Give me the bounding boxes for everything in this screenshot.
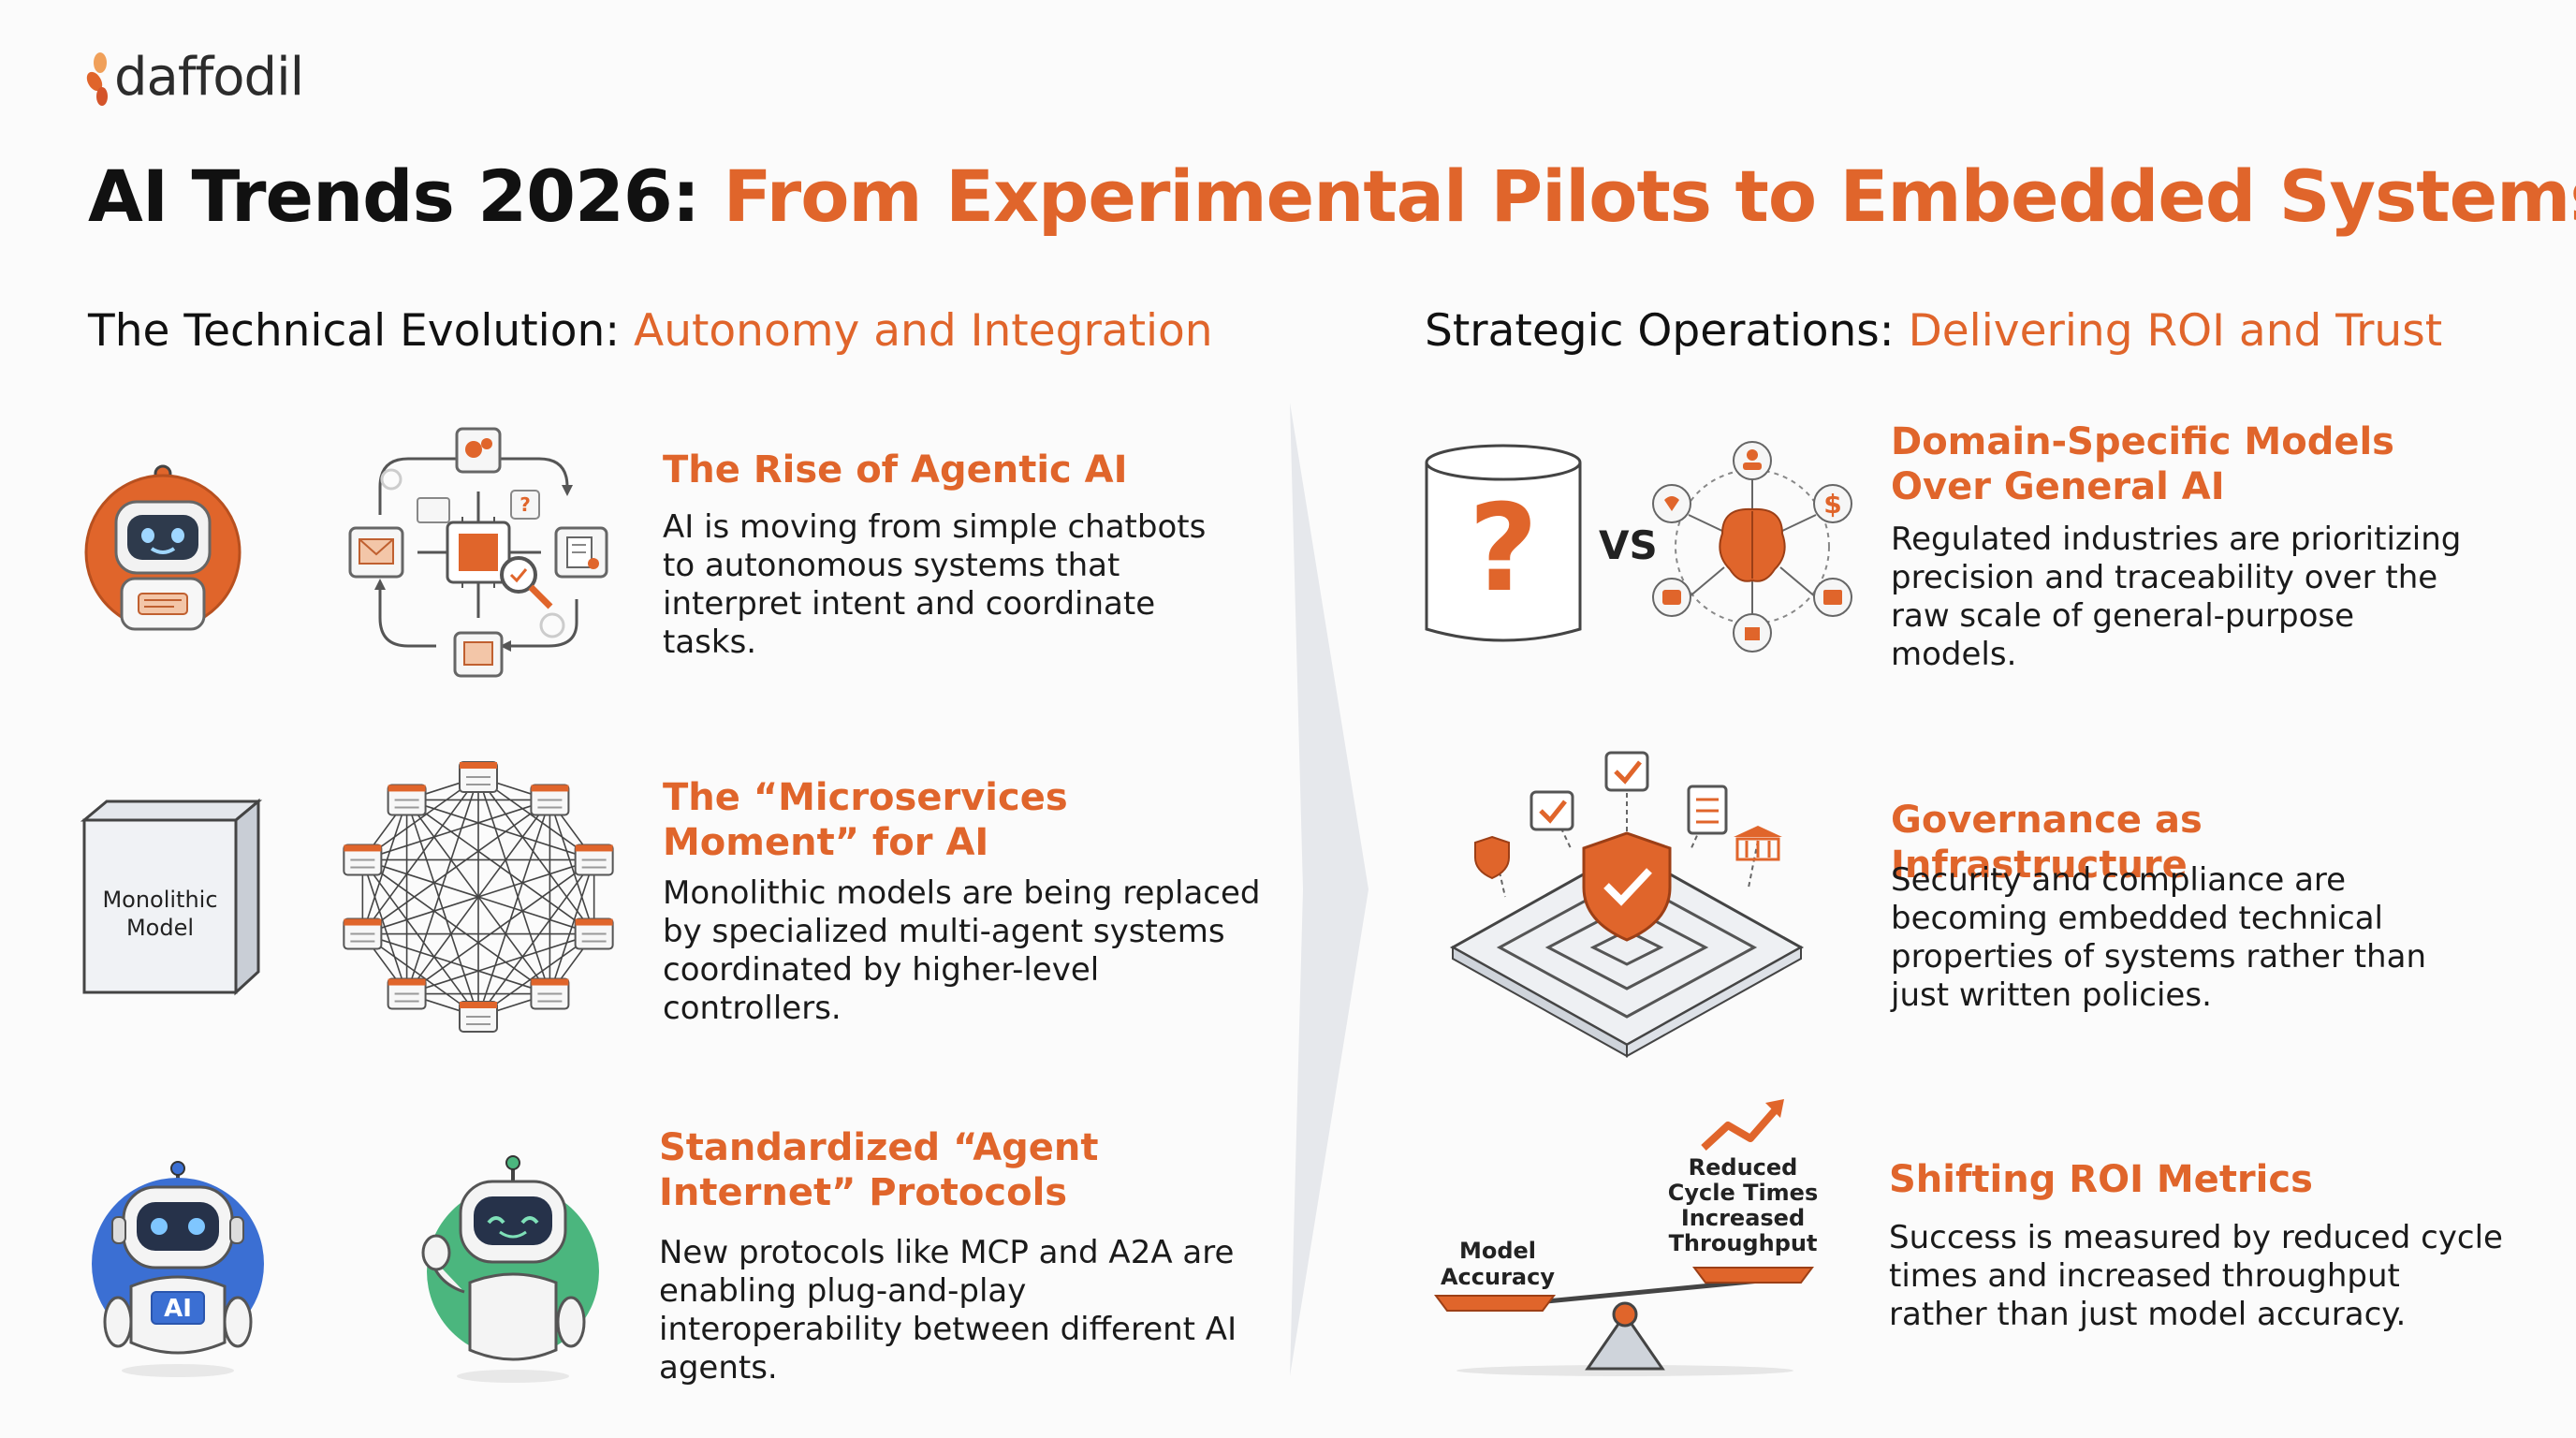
- roi-balance-scale-icon: [1434, 1099, 1814, 1376]
- agentic-workflow-icon: ?: [348, 427, 608, 678]
- page-title-part1: AI Trends 2026:: [88, 154, 700, 238]
- daffodil-flower-icon: [86, 51, 108, 106]
- governance-maze-icon: [1449, 751, 1805, 1058]
- brand-name: daffodil: [114, 47, 304, 108]
- domain-brain-network-icon: $: [1652, 441, 1852, 653]
- ai-badge: AI: [164, 1295, 192, 1323]
- svg-text:$: $: [1823, 489, 1841, 520]
- orange-robot-icon: [84, 464, 242, 631]
- left-item-1-title: The Rise of Agentic AI: [663, 448, 1128, 492]
- monolith-block-icon: [80, 798, 263, 996]
- right-item-3-desc: Success is measured by reduced cycle tim…: [1889, 1219, 2503, 1333]
- left-column-heading: The Technical Evolution: Autonomy and In…: [88, 305, 1213, 357]
- left-item-1-desc: AI is moving from simple chatbots to aut…: [663, 508, 1207, 661]
- agent-node-icon: [459, 1001, 498, 1033]
- agent-node-icon: [574, 917, 614, 950]
- question-mark: ?: [1468, 479, 1539, 619]
- left-item-2-title: The “Microservices Moment” for AI: [663, 776, 1068, 864]
- scale-right-label: Reduced Cycle Times Increased Throughput: [1667, 1154, 1819, 1256]
- center-divider-chevron: [1290, 403, 1368, 1376]
- right-item-1-title: Domain-Specific Models Over General AI: [1891, 420, 2394, 508]
- agent-node-icon: [343, 844, 383, 876]
- left-item-2-desc: Monolithic models are being replaced by …: [663, 874, 1261, 1027]
- left-item-3-title: Standardized “Agent Internet” Protocols: [659, 1126, 1099, 1214]
- left-item-3-desc: New protocols like MCP and A2A are enabl…: [659, 1234, 1237, 1387]
- svg-text:?: ?: [520, 493, 531, 516]
- left-heading-part2: Autonomy and Integration: [634, 305, 1213, 357]
- scale-left-label: Model Accuracy: [1440, 1238, 1555, 1290]
- right-heading-part1: Strategic Operations:: [1425, 305, 1895, 357]
- agent-node-icon: [459, 761, 498, 793]
- general-model-cylinder-icon: [1425, 444, 1582, 642]
- right-item-1-desc: Regulated industries are prioritizing pr…: [1891, 521, 2462, 673]
- page-title-part2: From Experimental Pilots to Embedded Sys…: [723, 154, 2576, 238]
- monolith-label: Monolithic Model: [102, 887, 218, 941]
- agent-node-icon: [387, 784, 427, 816]
- green-robot-icon: [421, 1155, 599, 1383]
- agent-node-icon: [343, 917, 383, 950]
- page-title: AI Trends 2026: From Experimental Pilots…: [88, 154, 2576, 238]
- right-item-3-title: Shifting ROI Metrics: [1889, 1158, 2313, 1201]
- agent-node-icon: [574, 844, 614, 876]
- right-item-2-title: Governance as Infrastructure: [1891, 799, 2203, 887]
- multi-agent-mesh-icon: [343, 761, 614, 1033]
- right-column-heading: Strategic Operations: Delivering ROI and…: [1425, 305, 2442, 357]
- agent-node-icon: [530, 977, 570, 1010]
- agent-node-icon: [530, 784, 570, 816]
- brand-logo: daffodil: [86, 47, 304, 108]
- blue-robot-icon: [92, 1161, 264, 1377]
- left-heading-part1: The Technical Evolution:: [88, 305, 621, 357]
- right-heading-part2: Delivering ROI and Trust: [1908, 305, 2443, 357]
- vs-label: VS: [1599, 522, 1658, 568]
- right-item-2-desc: Security and compliance are becoming emb…: [1891, 861, 2426, 1014]
- agent-node-icon: [387, 977, 427, 1010]
